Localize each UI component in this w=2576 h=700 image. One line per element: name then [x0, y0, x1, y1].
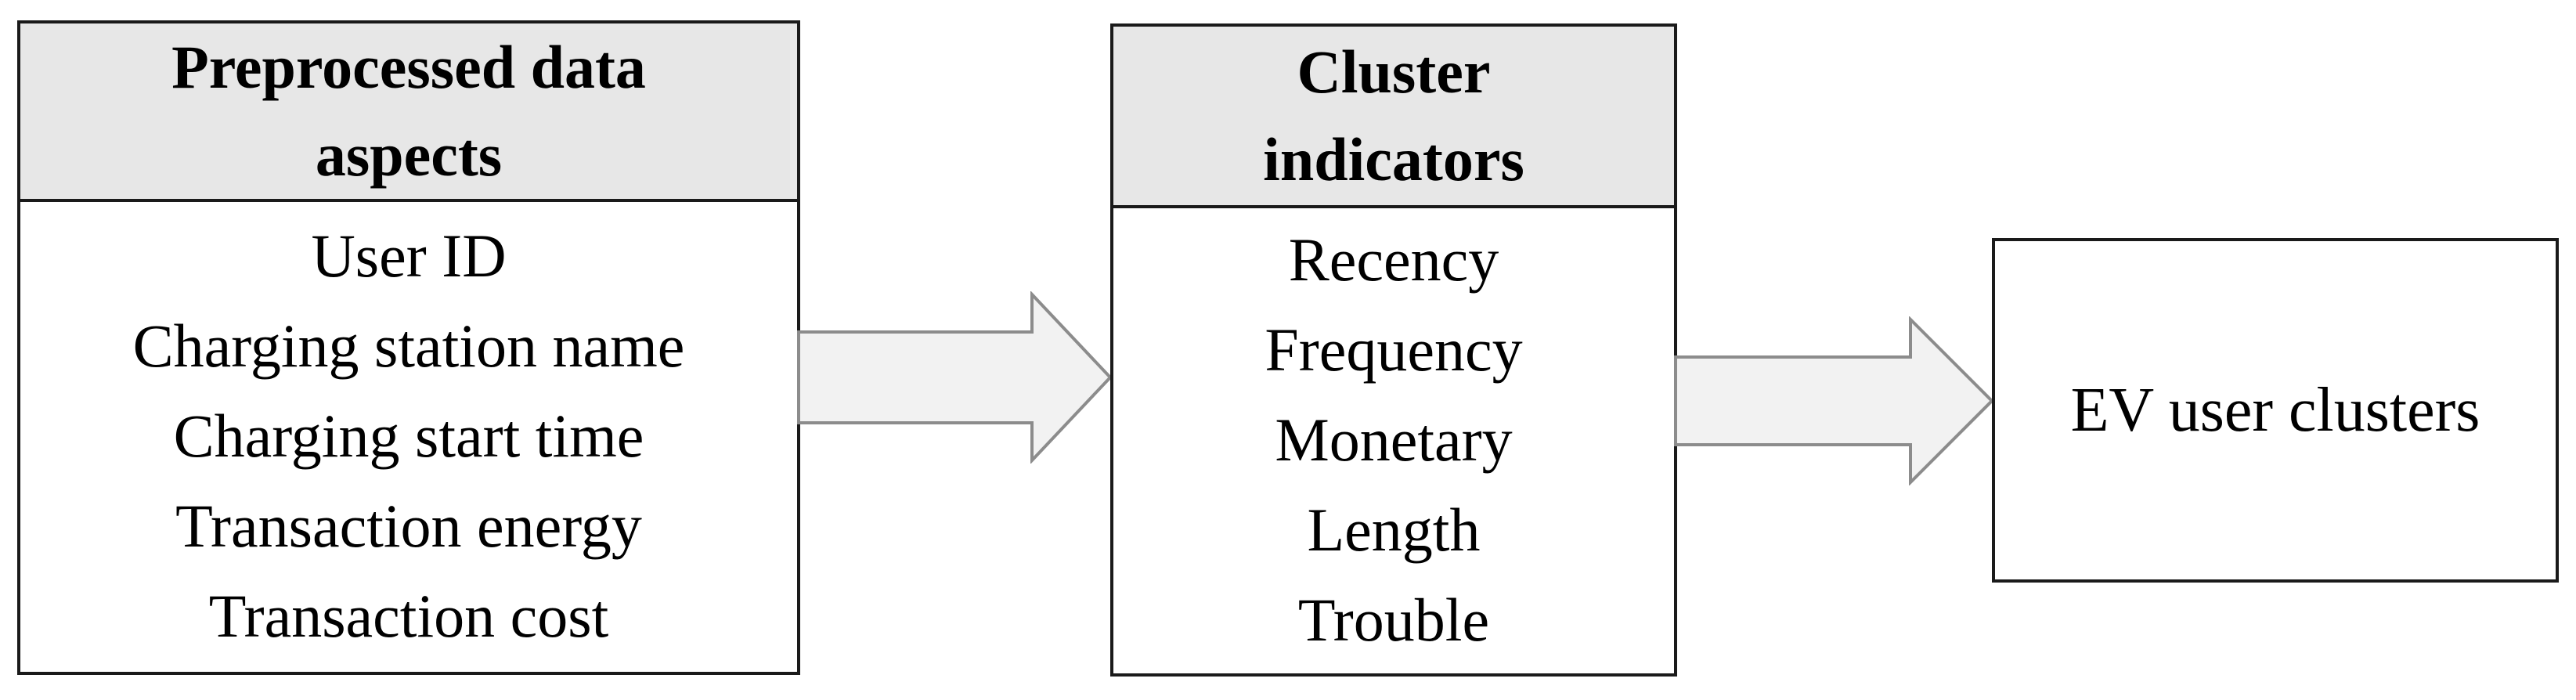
preprocessed-data-header: Preprocessed data aspects	[20, 23, 797, 202]
list-item-length: Length	[1307, 495, 1481, 564]
preprocessed-data-box: Preprocessed data aspects User ID Chargi…	[17, 20, 800, 675]
cluster-indicators-header: Cluster indicators	[1113, 27, 1674, 208]
list-item-frequency: Frequency	[1265, 315, 1523, 384]
arrow-right-icon	[797, 291, 1113, 464]
cluster-indicators-title-line2: indicators	[1263, 125, 1524, 193]
flow-arrow-1	[797, 291, 1113, 464]
cluster-indicators-title-line1: Cluster	[1297, 38, 1491, 106]
ev-user-clusters-content: EV user clusters	[1995, 241, 2556, 579]
list-item-monetary: Monetary	[1275, 405, 1513, 474]
list-item-charging-station-name: Charging station name	[132, 311, 685, 380]
list-item-transaction-cost: Transaction cost	[208, 581, 609, 650]
ev-user-clusters-label: EV user clusters	[2070, 375, 2480, 445]
list-item-recency: Recency	[1288, 225, 1499, 294]
arrow-right-icon	[1674, 316, 1994, 485]
list-item-transaction-energy: Transaction energy	[175, 491, 642, 560]
list-item-user-id: User ID	[311, 221, 507, 290]
flow-arrow-2	[1674, 316, 1995, 485]
preprocessed-data-title-line1: Preprocessed data	[171, 33, 646, 101]
preprocessed-data-title-line2: aspects	[315, 121, 503, 189]
cluster-indicators-list: Recency Frequency Monetary Length Troubl…	[1113, 205, 1674, 673]
list-item-trouble: Trouble	[1297, 585, 1490, 654]
list-item-charging-start-time: Charging start time	[173, 401, 644, 470]
preprocessed-data-list: User ID Charging station name Charging s…	[20, 199, 797, 672]
cluster-indicators-box: Cluster indicators Recency Frequency Mon…	[1110, 23, 1677, 677]
ev-user-clusters-box: EV user clusters	[1992, 238, 2559, 583]
